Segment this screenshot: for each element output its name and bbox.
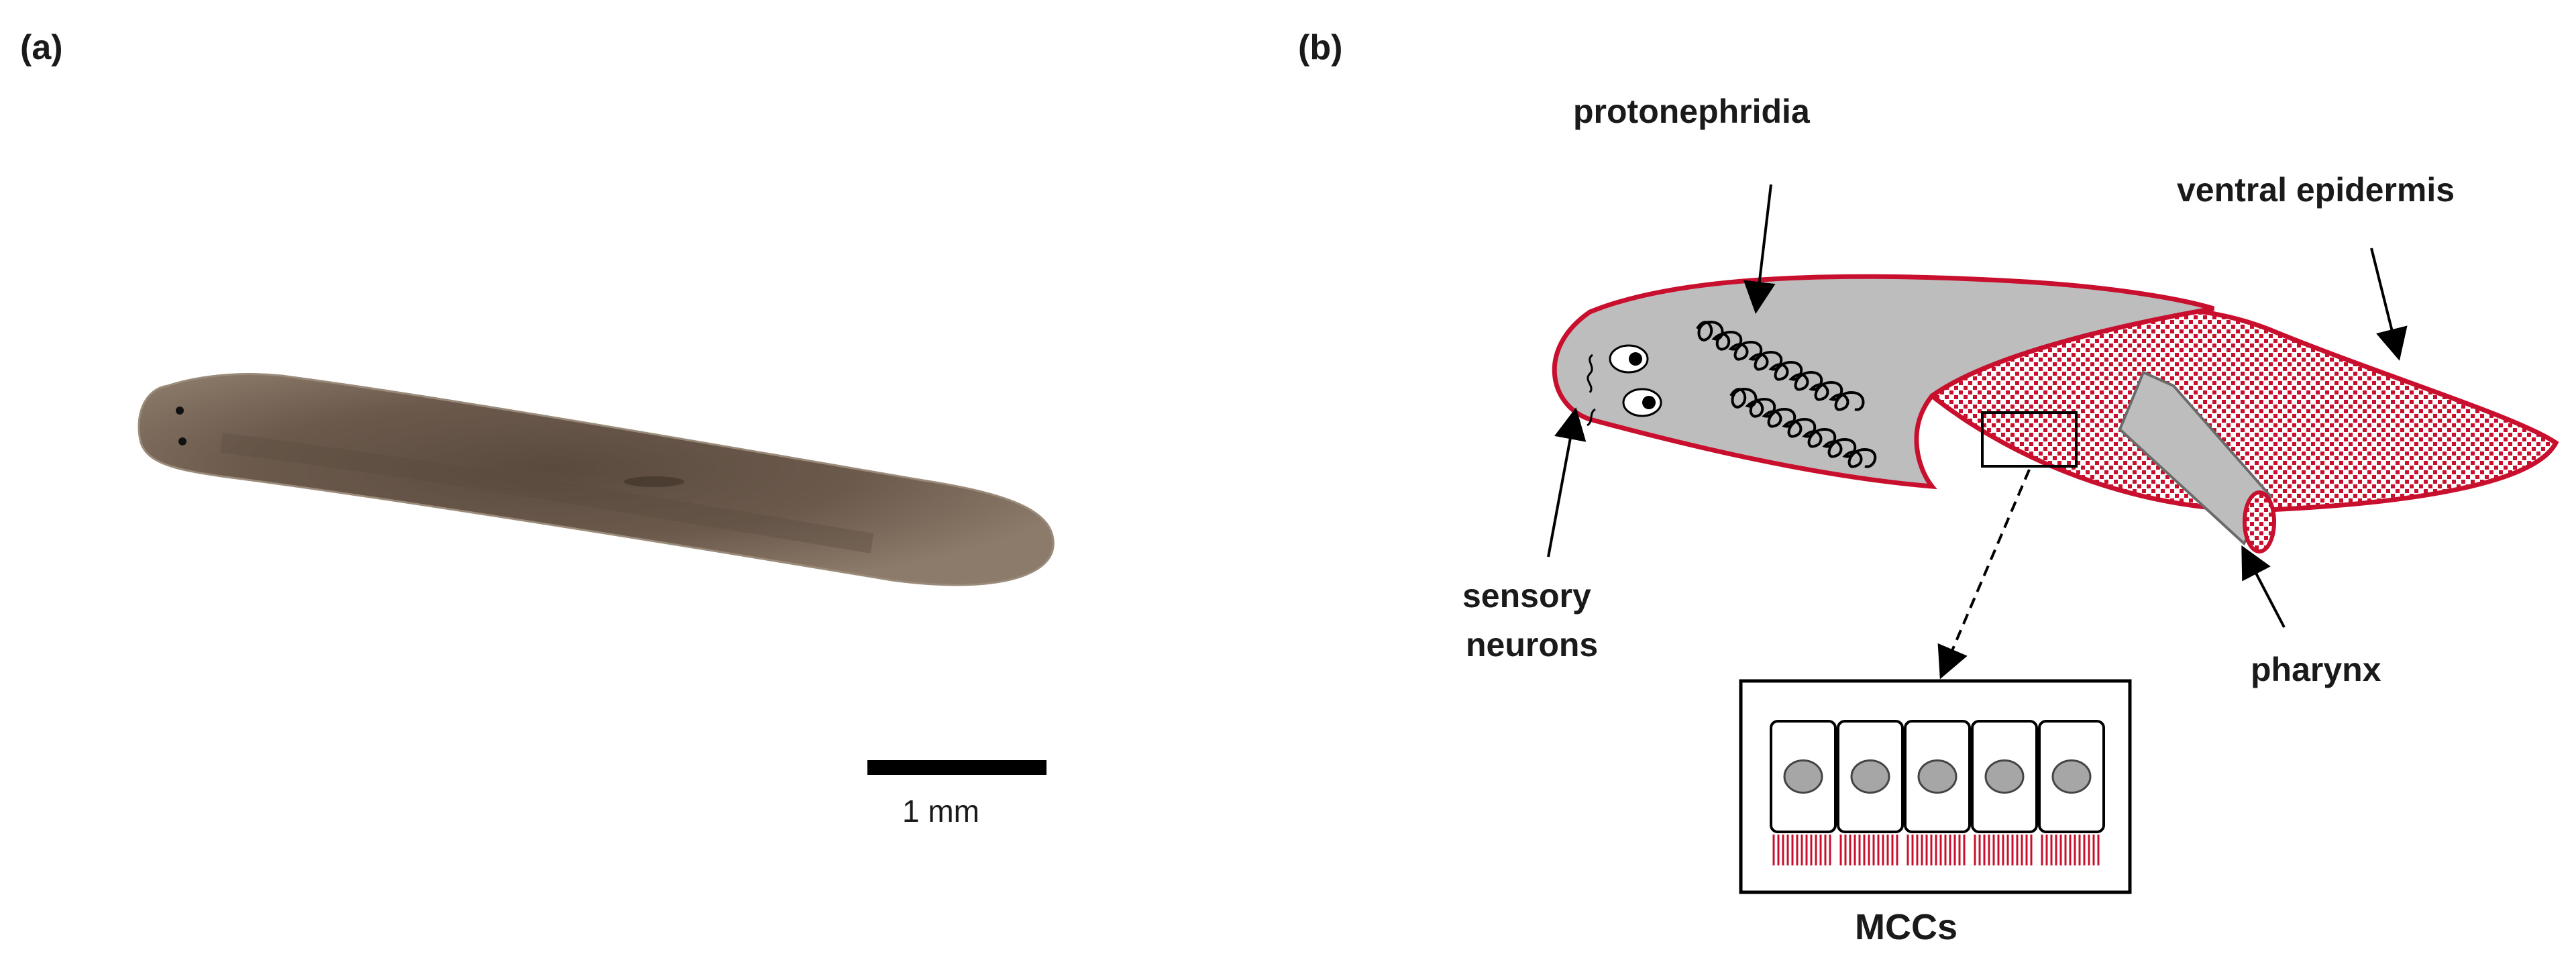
label-sensory: sensory [1462,577,1591,615]
worm-body-diagram [1552,274,2215,490]
mcc-cilia [1907,835,1966,865]
sensory-neurons-squiggle [1587,354,1596,427]
scale-bar [867,760,1046,775]
panel-a-label: (a) [20,28,63,67]
mcc-cilia [1772,835,1831,865]
label-mccs: MCCs [1855,907,1957,947]
label-neurons: neurons [1466,626,1598,663]
mcc-nucleus [1984,759,2025,794]
eyespot-left [176,407,184,415]
mcc-nucleus [2051,759,2092,794]
label-protonephridia: protonephridia [1573,93,1811,130]
epidermis-zoom-box [1981,411,2078,468]
protonephridia-loops [1696,320,1877,468]
eyespot-right [178,437,186,445]
mcc-nucleus [1850,759,1890,794]
eye-lower [1622,388,1662,417]
mcc-inset [1739,679,2132,894]
mcc-nucleus [1783,759,1823,794]
label-ventral-epidermis: ventral epidermis [2177,171,2455,209]
label-arrows [1547,184,2408,680]
mcc-nucleus [1917,759,1957,794]
flatworm-photo [138,373,1055,586]
mcc-cilia [1839,835,1898,865]
pharynx-tube [2118,370,2276,553]
mcc-cilia [1974,835,2033,865]
label-pharynx: pharynx [2251,651,2381,688]
eye-upper [1609,344,1649,374]
mcc-cilia [2041,835,2100,865]
scale-bar-label: 1 mm [902,794,979,829]
panel-b-label: (b) [1298,28,1342,67]
mcc-cells [1770,720,2105,865]
